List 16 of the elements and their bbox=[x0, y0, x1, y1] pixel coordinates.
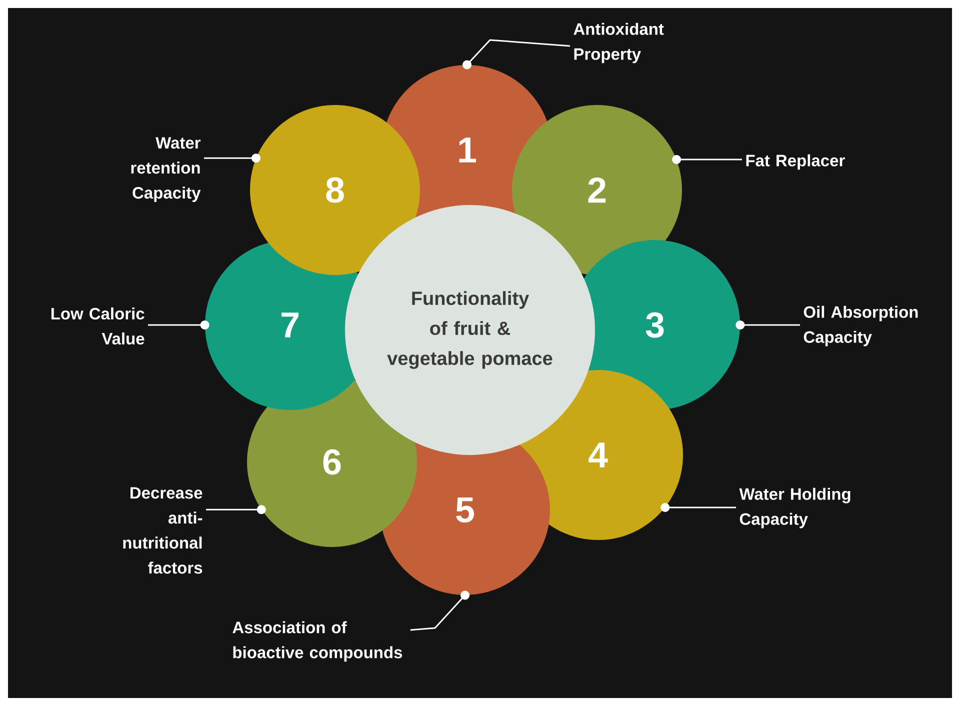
leader-line bbox=[148, 320, 210, 330]
leader-line bbox=[462, 39, 570, 70]
leader-line bbox=[206, 505, 266, 514]
leader-line bbox=[204, 154, 260, 163]
callout-label: Water Holding Capacity bbox=[739, 488, 850, 528]
callout-label: Water retention Capacity bbox=[131, 137, 201, 202]
leader-line bbox=[660, 502, 736, 512]
callout-label: Low Caloric Value bbox=[51, 307, 144, 345]
callout-label: Antioxidant Property bbox=[574, 22, 664, 64]
leader-line bbox=[410, 590, 470, 631]
callout-label: Oil Absorption Capacity bbox=[804, 306, 918, 346]
leader-line bbox=[736, 320, 800, 330]
callout-label: Decrease anti-nutritional factors bbox=[123, 487, 202, 574]
leader-line bbox=[672, 154, 742, 164]
callout-label: Association of bioactive compounds bbox=[232, 621, 402, 662]
callout-label: Fat Replacer bbox=[746, 154, 845, 170]
